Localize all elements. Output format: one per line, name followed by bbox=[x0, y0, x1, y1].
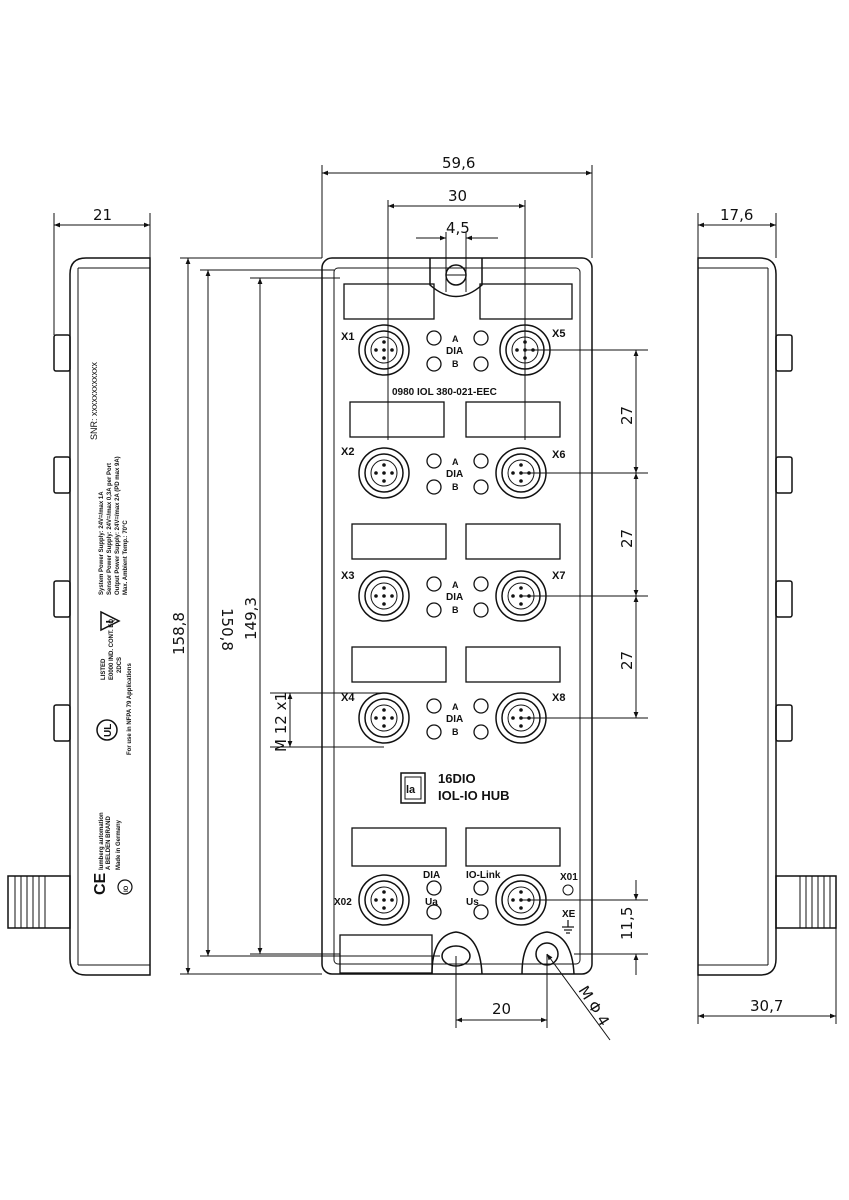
port-x3: X3 bbox=[341, 570, 354, 582]
earth-icon bbox=[562, 920, 574, 934]
ul-mark: UL bbox=[103, 724, 114, 737]
manufacturer: lumberg automation bbox=[99, 812, 105, 870]
led-b-4: B bbox=[452, 727, 459, 737]
ul-mark-icon bbox=[96, 719, 118, 741]
dim-left-depth bbox=[53, 213, 151, 335]
port-x01: X01 bbox=[560, 872, 578, 883]
spec-sensor: Sensor Power Supply: 24V=/max 0,3A per P… bbox=[107, 463, 113, 595]
led-a-4: A bbox=[452, 702, 459, 712]
led-dia-1: DIA bbox=[446, 346, 463, 357]
port-x4: X4 bbox=[341, 692, 355, 704]
connector-x4-icon bbox=[358, 692, 410, 744]
dim-length-2: 150,8 bbox=[218, 608, 236, 651]
dim-bottom-offset: 11,5 bbox=[618, 907, 636, 940]
port-xe: XE bbox=[562, 909, 576, 920]
listed-mark: LISTED bbox=[101, 658, 107, 680]
product-line-1: 16DIO bbox=[438, 771, 476, 786]
right-side-view bbox=[697, 257, 837, 976]
dim-left-depth-label: 21 bbox=[93, 206, 112, 224]
spec-temp: Max. Ambient Temp.: 70°C bbox=[123, 520, 129, 595]
led-a-1: A bbox=[452, 334, 459, 344]
side-serial: SNR: xxxxxxxxxxxx bbox=[89, 361, 99, 440]
dim-mount-hole-top: 4,5 bbox=[446, 219, 470, 237]
port-x8: X8 bbox=[552, 692, 565, 704]
led-b-1: B bbox=[452, 359, 459, 369]
dim-length-3: 149,3 bbox=[242, 597, 260, 640]
nfpa-note: For use in NFPA 79 Applications bbox=[127, 663, 133, 755]
logo-icon bbox=[400, 772, 426, 804]
led-a-2: A bbox=[452, 457, 459, 467]
port-labels: X1 X2 X3 X4 X5 X6 X7 X8 bbox=[341, 328, 565, 704]
dim-right-depth: 17,6 bbox=[720, 206, 753, 224]
svg-text:!: ! bbox=[105, 619, 116, 624]
led-dia-bottom: DIA bbox=[423, 870, 440, 881]
part-number: 0980 IOL 380-021-EEC bbox=[392, 387, 497, 398]
led-dia-2: DIA bbox=[446, 469, 463, 480]
dim-pitch-1: 27 bbox=[618, 406, 636, 425]
left-side-view bbox=[7, 257, 151, 976]
port-x1: X1 bbox=[341, 331, 354, 343]
led-dia-3: DIA bbox=[446, 592, 463, 603]
leds bbox=[426, 330, 489, 920]
port-x5: X5 bbox=[552, 328, 565, 340]
dim-connector-pitch: 30 bbox=[448, 187, 467, 205]
dim-overall-length: 158,8 bbox=[170, 612, 188, 655]
connector-x3-icon bbox=[358, 570, 410, 622]
spec-output: Output Power Supply: 24V=/max 2A (PD max… bbox=[115, 456, 121, 595]
logo-glyph: la bbox=[406, 784, 416, 796]
port-x6: X6 bbox=[552, 449, 565, 461]
made-in: Made in Germany bbox=[116, 819, 122, 870]
led-dia-4: DIA bbox=[446, 714, 463, 725]
led-us: Us bbox=[466, 897, 479, 908]
io-badge-icon bbox=[117, 879, 133, 895]
port-x7: X7 bbox=[552, 570, 565, 582]
connector-pins bbox=[374, 340, 535, 910]
dim-thread: M 12 x1 bbox=[272, 692, 290, 752]
led-iolink: IO-Link bbox=[466, 870, 501, 881]
product-line-2: IOL-IO HUB bbox=[438, 788, 510, 803]
dim-bottom-hole-pitch: 20 bbox=[492, 1000, 511, 1018]
connector-x2-icon bbox=[358, 447, 410, 499]
led-a-3: A bbox=[452, 580, 459, 590]
manufacturer-sub: A BELDEN BRAND bbox=[106, 816, 112, 870]
led-labels: A DIA B A DIA B A DIA B A DIA B bbox=[446, 334, 463, 737]
front-view bbox=[321, 257, 593, 975]
bottom-port-labels: X02 X01 DIA IO-Link Ua Us XE bbox=[334, 870, 578, 934]
connector-x02-icon bbox=[358, 874, 410, 926]
front-dimensions bbox=[180, 165, 648, 1041]
listed-code2: 2DCS bbox=[117, 657, 123, 673]
led-b-2: B bbox=[452, 482, 459, 492]
side-label: SNR: xxxxxxxxxxxx System Power Supply: 2… bbox=[89, 361, 133, 895]
port-x02: X02 bbox=[334, 897, 352, 908]
port-x2: X2 bbox=[341, 446, 354, 458]
dim-right-bottom-depth: 30,7 bbox=[750, 997, 783, 1015]
connector-x1-icon bbox=[358, 324, 410, 376]
dim-hole-diameter: M Φ 4 bbox=[575, 983, 613, 1030]
spec-system: System Power Supply: 24V=/max 1A bbox=[99, 491, 105, 595]
label-plates bbox=[343, 283, 573, 867]
right-dimensions bbox=[697, 213, 837, 1024]
ce-mark: CE bbox=[92, 872, 109, 895]
io-badge: IO bbox=[124, 885, 130, 892]
listed-code: E0000 IND. CONT. EQ. bbox=[109, 617, 115, 680]
dim-top-width: 59,6 bbox=[442, 154, 475, 172]
dim-pitch-2: 27 bbox=[618, 529, 636, 548]
product-logo: la bbox=[400, 772, 426, 804]
warning-icon bbox=[100, 610, 121, 632]
led-b-3: B bbox=[452, 605, 459, 615]
dim-pitch-3: 27 bbox=[618, 651, 636, 670]
ground-symbol-icon bbox=[562, 884, 574, 896]
led-ua: Ua bbox=[425, 897, 438, 908]
